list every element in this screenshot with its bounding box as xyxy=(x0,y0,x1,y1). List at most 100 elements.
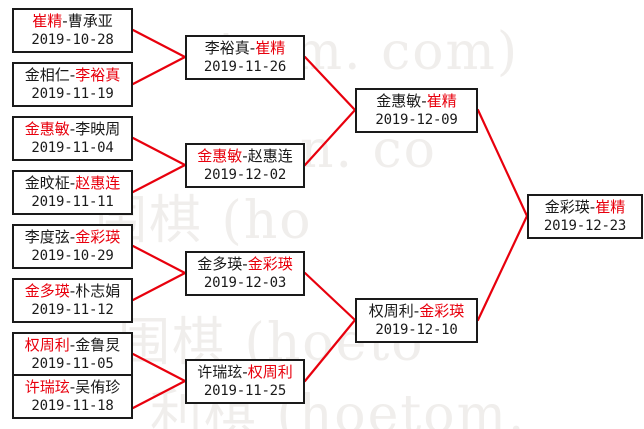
match-loser: 许瑞玹 xyxy=(197,363,243,381)
match-players: 李裕真-崔精 xyxy=(187,39,303,58)
match-box-final[interactable]: 金彩瑛-崔精 2019-12-23 xyxy=(527,194,643,239)
vs-separator: - xyxy=(421,92,427,110)
vs-separator: - xyxy=(69,120,76,138)
match-winner: 许瑞玹 xyxy=(24,378,70,396)
match-date: 2019-12-10 xyxy=(375,322,458,338)
link-r2m2-r3m1 xyxy=(303,108,357,167)
match-players: 许瑞玹-吴侑珍 xyxy=(14,378,131,397)
match-box-r1m1[interactable]: 崔精-曹承亚 2019-10-28 xyxy=(12,8,133,53)
match-loser: 李映周 xyxy=(75,120,121,138)
match-date: 2019-12-23 xyxy=(543,218,627,234)
link-r1m8-r2m4 xyxy=(131,379,187,410)
match-players: 金惠敏-李映周 xyxy=(14,120,131,139)
link-r1m5-r2m3 xyxy=(131,244,187,275)
match-loser: 权周利 xyxy=(368,302,414,320)
match-players: 权周利-金彩瑛 xyxy=(357,302,476,321)
vs-separator: - xyxy=(69,336,76,354)
match-box-r1m8[interactable]: 许瑞玹-吴侑珍 2019-11-18 xyxy=(12,374,133,419)
vs-separator: - xyxy=(69,174,76,192)
match-loser: 金彩瑛 xyxy=(544,198,590,216)
vs-separator: - xyxy=(69,228,76,246)
link-r2m3-r3m2 xyxy=(303,271,357,322)
match-box-r2m2[interactable]: 金惠敏-赵惠连 2019-12-02 xyxy=(185,143,305,188)
match-loser: 吴侑珍 xyxy=(75,378,121,396)
match-winner: 赵惠连 xyxy=(75,174,121,192)
match-players: 李度弦-金彩瑛 xyxy=(14,228,131,247)
match-loser: 李裕真 xyxy=(204,39,250,57)
match-loser: 金惠敏 xyxy=(376,92,422,110)
match-winner: 崔精 xyxy=(426,92,457,110)
vs-separator: - xyxy=(413,302,420,320)
match-winner: 权周利 xyxy=(247,363,293,381)
match-box-r2m1[interactable]: 李裕真-崔精 2019-11-26 xyxy=(185,35,305,80)
match-players: 权周利-金鲁炅 xyxy=(14,336,131,355)
match-loser: 金多瑛 xyxy=(197,255,243,273)
match-box-r1m5[interactable]: 李度弦-金彩瑛 2019-10-29 xyxy=(12,224,133,269)
match-box-r2m4[interactable]: 许瑞玹-权周利 2019-11-25 xyxy=(185,359,305,404)
match-players: 金彩瑛-崔精 xyxy=(529,198,641,217)
match-box-r1m4[interactable]: 金旼柾-赵惠连 2019-11-11 xyxy=(12,170,133,215)
match-box-semifinal-2[interactable]: 权周利-金彩瑛 2019-12-10 xyxy=(355,298,478,343)
match-box-r1m7[interactable]: 权周利-金鲁炅 2019-11-05 xyxy=(12,332,133,377)
match-box-r1m2[interactable]: 金相仁-李裕真 2019-11-19 xyxy=(12,62,133,107)
vs-separator: - xyxy=(69,66,76,84)
match-winner: 李裕真 xyxy=(75,66,121,84)
link-r1m6-r2m3 xyxy=(131,271,187,302)
match-date: 2019-12-03 xyxy=(203,275,287,291)
vs-separator: - xyxy=(242,363,248,381)
match-date: 2019-11-19 xyxy=(31,86,114,102)
match-winner: 崔精 xyxy=(255,39,286,57)
match-loser: 金旼柾 xyxy=(24,174,70,192)
match-winner: 金彩瑛 xyxy=(75,228,121,246)
link-r1m1-r2m1 xyxy=(131,28,187,59)
vs-separator: - xyxy=(589,198,596,216)
vs-separator: - xyxy=(69,378,76,396)
match-players: 金相仁-李裕真 xyxy=(14,66,131,85)
vs-separator: - xyxy=(62,12,68,30)
link-r1m2-r2m1 xyxy=(131,55,187,86)
match-winner: 金彩瑛 xyxy=(247,255,293,273)
match-date: 2019-11-26 xyxy=(203,59,287,75)
match-date: 2019-11-25 xyxy=(203,383,287,399)
match-box-r2m3[interactable]: 金多瑛-金彩瑛 2019-12-03 xyxy=(185,251,305,296)
match-loser: 金鲁炅 xyxy=(75,336,121,354)
match-players: 许瑞玹-权周利 xyxy=(187,363,303,382)
vs-separator: - xyxy=(249,39,256,57)
match-winner: 权周利 xyxy=(24,336,70,354)
match-winner: 崔精 xyxy=(32,12,63,30)
match-winner: 金惠敏 xyxy=(24,120,70,138)
match-date: 2019-11-18 xyxy=(31,398,114,414)
match-date: 2019-10-28 xyxy=(31,32,114,48)
link-r2m4-r3m2 xyxy=(303,318,357,383)
match-loser: 朴志娟 xyxy=(75,282,121,300)
link-r1m7-r2m4 xyxy=(131,352,187,383)
match-box-r1m6[interactable]: 金多瑛-朴志娟 2019-11-12 xyxy=(12,278,133,323)
match-date: 2019-12-09 xyxy=(375,112,458,128)
match-date: 2019-11-04 xyxy=(31,140,114,156)
vs-separator: - xyxy=(242,255,248,273)
match-players: 金多瑛-朴志娟 xyxy=(14,282,131,301)
match-date: 2019-10-29 xyxy=(31,248,114,264)
link-r1m3-r2m2 xyxy=(131,136,187,167)
match-loser: 李度弦 xyxy=(24,228,70,246)
match-winner: 金彩瑛 xyxy=(419,302,465,320)
match-box-semifinal-1[interactable]: 金惠敏-崔精 2019-12-09 xyxy=(355,88,478,133)
vs-separator: - xyxy=(242,147,248,165)
link-r1m4-r2m2 xyxy=(131,163,187,194)
match-players: 金多瑛-金彩瑛 xyxy=(187,255,303,274)
link-r3m1-final xyxy=(476,108,529,218)
match-loser: 赵惠连 xyxy=(247,147,293,165)
match-loser: 金相仁 xyxy=(24,66,70,84)
match-winner: 崔精 xyxy=(595,198,626,216)
match-players: 金惠敏-赵惠连 xyxy=(187,147,303,166)
match-winner: 金多瑛 xyxy=(24,282,70,300)
match-loser: 曹承亚 xyxy=(67,12,113,30)
match-date: 2019-12-02 xyxy=(203,167,287,183)
match-date: 2019-11-11 xyxy=(31,194,114,210)
match-winner: 金惠敏 xyxy=(197,147,243,165)
match-date: 2019-11-05 xyxy=(31,356,114,372)
match-box-r1m3[interactable]: 金惠敏-李映周 2019-11-04 xyxy=(12,116,133,161)
link-r3m2-final xyxy=(476,214,529,322)
